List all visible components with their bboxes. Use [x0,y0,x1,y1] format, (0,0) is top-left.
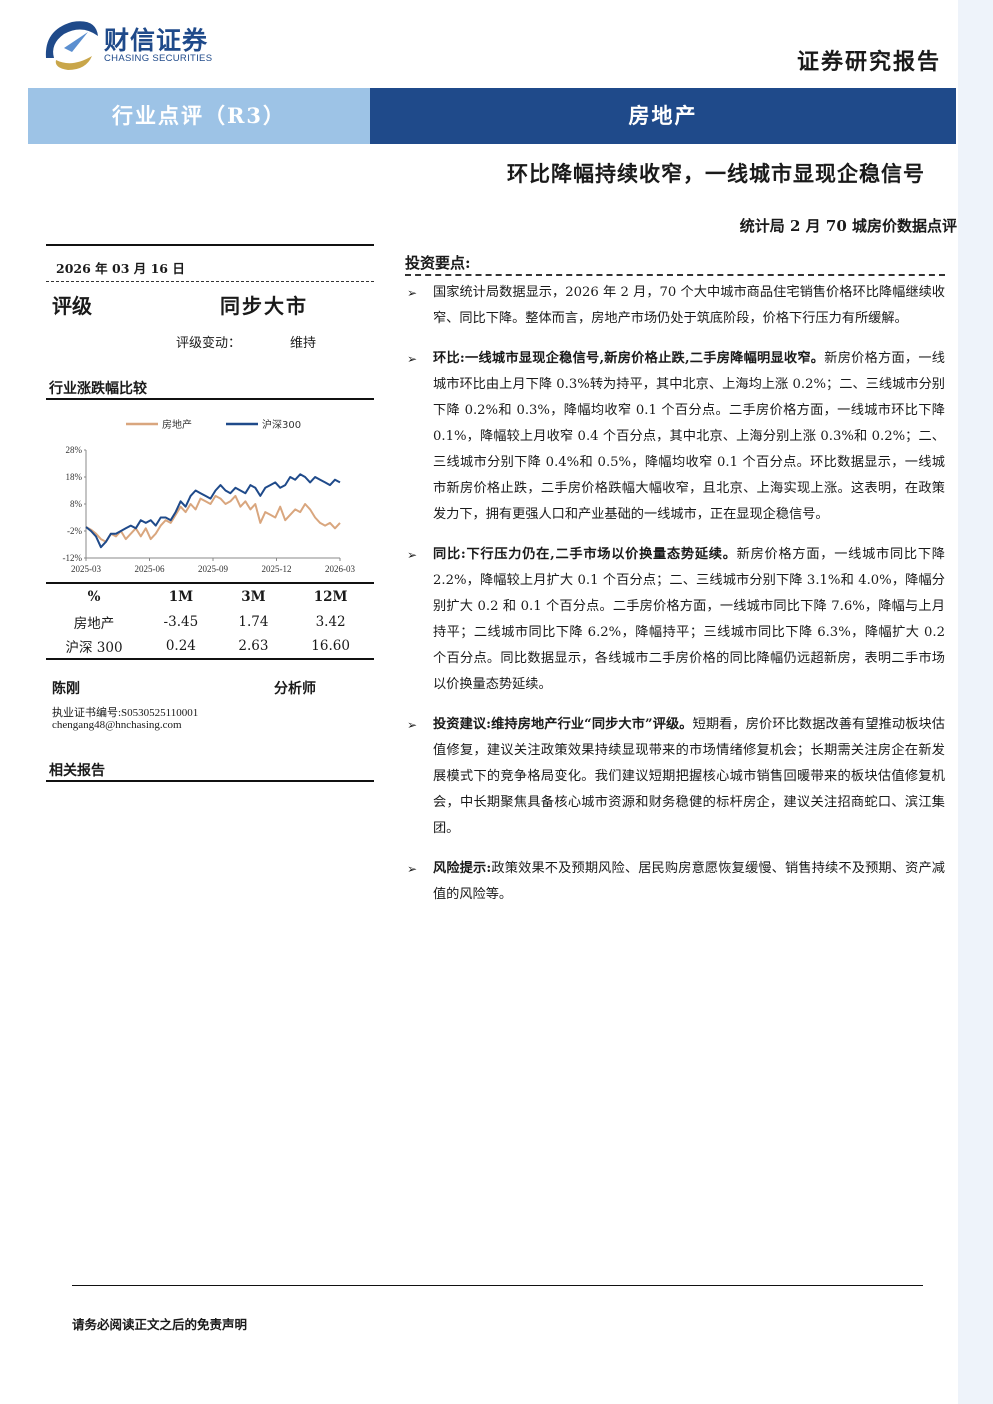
bullet-item: ➢ 环比:一线城市显现企稳信号,新房价格止跌,二手房降幅明显收窄。新房价格方面，… [405,346,945,528]
bullet-item: ➢ 同比:下行压力仍在,二手市场以价换量态势延续。新房价格方面，一线城市同比下降… [405,542,945,698]
bullet-text: 新房价格方面，一线城市同比下降 2.2%，降幅较上月扩大 0.1 个百分点；二、… [433,547,945,692]
arrow-bullet-icon: ➢ [407,548,418,562]
table-cell: 房地产 [73,615,115,632]
arrow-bullet-icon: ➢ [407,352,418,366]
arrow-bullet-icon: ➢ [407,862,418,876]
table-cell: 1.74 [238,613,269,630]
rating-change-label: 评级变动： [176,336,242,351]
table-cell: 3.42 [315,613,346,630]
arrow-bullet-icon: ➢ [407,286,418,300]
rating-row: 评级 同步大市 [46,282,374,326]
arrow-bullet-icon: ➢ [407,718,418,732]
chart-x-tick-label: 2025-03 [71,564,101,574]
table-cell: 沪深 300 [65,640,123,656]
right-margin-strip [958,0,993,1404]
table-cell: 2.63 [238,638,269,654]
table-cell: -3.45 [163,613,199,630]
report-category: 行业点评（R3） [28,88,370,144]
bullet-item: ➢ 国家统计局数据显示，2026 年 2 月，70 个大中城市商品住宅销售价格环… [405,280,945,332]
analyst-name: 陈刚 [52,681,80,697]
table-header-row: % 1M 3M 12M [46,583,374,609]
chart-x-tick-label: 2025-06 [135,564,165,574]
table-header-cell: 12M [313,588,348,605]
compare-title: 行业涨跌幅比较 [46,372,374,400]
chart-legend-label: 房地产 [162,418,192,431]
bullet-item: ➢ 风险提示:政策效果不及预期风险、居民购房意愿恢复缓慢、销售持续不及预期、资产… [405,856,945,908]
chart-x-tick-label: 2025-12 [262,564,292,574]
report-type: 证券研究报告 [796,49,941,75]
chart-series-line-2 [85,473,341,549]
rating-label: 评级 [52,294,92,318]
footer-divider [72,1285,923,1286]
bullet-lead: 同比:下行压力仍在,二手市场以价换量态势延续。 [433,547,737,562]
report-subtitle: 统计局 2 月 70 城房价数据点评 [739,217,957,235]
table-cell: 16.60 [311,638,350,654]
bullet-lead: 风险提示: [433,861,492,876]
bullet-lead: 环比:一线城市显现企稳信号,新房价格止跌,二手房降幅明显收窄。 [433,351,825,366]
logo-name-cn: 财信证券 [104,26,209,55]
chart-y-tick-label: 28% [66,445,83,455]
table-row: 沪深 300 0.24 2.63 16.60 [46,634,374,659]
header-banner: 行业点评（R3） 房地产 [28,88,956,144]
rating-change-row: 评级变动： 维持 [46,326,374,360]
bullet-text: 新房价格方面，一线城市环比由上月下降 0.3%转为持平，其中北京、上海均上涨 0… [433,351,945,522]
report-date: 2026 年 03 月 16 日 [46,244,374,282]
bullet-text: 短期看，房价环比数据改善有望推动板块估值修复，建议关注政策效果持续显现带来的市场… [433,717,945,836]
report-title: 环比降幅持续收窄，一线城市显现企稳信号 [507,161,925,186]
chart-x-tick-label: 2025-09 [198,564,228,574]
chart-legend-label: 沪深300 [262,418,301,431]
bullet-text: 政策效果不及预期风险、居民购房意愿恢复缓慢、销售持续不及预期、资产减值的风险等。 [433,861,945,902]
rating-value: 同步大市 [220,294,308,318]
table-header-cell: 1M [168,588,194,605]
table-cell: 0.24 [165,638,196,654]
sidebar: 2026 年 03 月 16 日 评级 同步大市 评级变动： 维持 行业涨跌幅比… [46,244,374,782]
chart-y-tick-label: 18% [66,472,83,482]
rating-change-value: 维持 [290,336,317,351]
investment-highlights-title: 投资要点: [405,252,945,276]
chart-y-tick-label: -12% [63,553,83,563]
performance-table: % 1M 3M 12M 房地产 -3.45 1.74 3.42 沪深 300 0… [46,582,374,660]
related-reports-title: 相关报告 [46,748,374,782]
performance-chart: 28% 18% 8% -2% -12%2025-03 2025-06 2025-09 2025… [46,410,374,578]
analyst-email: chengang48@hnchasing.com [52,719,182,731]
report-sector: 房地产 [370,88,956,144]
chart-x-tick-label: 2026-03 [325,564,355,574]
logo-name-en: CHASING SECURITIES [104,53,213,64]
company-logo: 财信证券 CHASING SECURITIES [42,18,232,72]
analyst-role: 分析师 [274,681,316,697]
analyst-info: 陈刚 分析师 执业证书编号:S0530525110001 chengang48@… [46,668,374,744]
table-header-cell: 3M [241,588,266,605]
performance-chart-svg: 28% 18% 8% -2% -12%2025-03 2025-06 2025-09 2025… [63,418,356,574]
table-header-cell: % [87,588,101,605]
bullet-item: ➢ 投资建议:维持房地产行业“同步大市”评级。短期看，房价环比数据改善有望推动板… [405,712,945,842]
main-content: 投资要点: ➢ 国家统计局数据显示，2026 年 2 月，70 个大中城市商品住… [405,252,945,908]
bullet-text: 国家统计局数据显示，2026 年 2 月，70 个大中城市商品住宅销售价格环比降… [433,285,945,326]
chart-series-line-1 [85,494,341,543]
chart-y-tick-label: -2% [67,526,82,536]
logo-mark-icon [45,21,98,70]
footer-disclaimer: 请务必阅读正文之后的免责声明 [72,1317,248,1332]
analyst-cert: 执业证书编号:S0530525110001 [52,707,199,719]
chart-y-tick-label: 8% [70,499,83,509]
table-row: 房地产 -3.45 1.74 3.42 [46,609,374,634]
bullet-lead: 投资建议:维持房地产行业“同步大市”评级。 [433,717,693,732]
